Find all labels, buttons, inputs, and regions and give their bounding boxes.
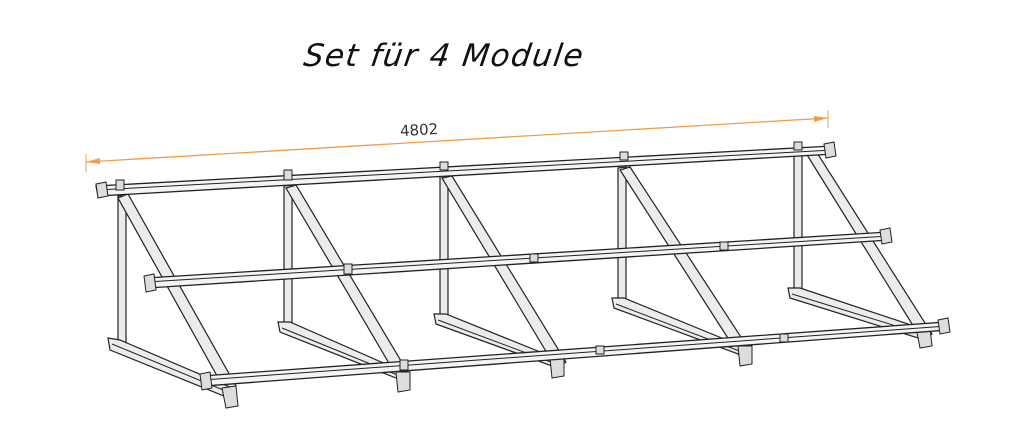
- dimension-value: 4802: [400, 120, 439, 140]
- frame-2: [277, 184, 411, 393]
- frame-5: [787, 147, 933, 349]
- dimension-line: 4802: [85, 110, 829, 172]
- frame-3: [433, 175, 567, 379]
- top-rail: [95, 141, 837, 199]
- frame-4: [611, 166, 753, 367]
- middle-rail: [143, 227, 893, 293]
- bottom-rail: [199, 317, 951, 391]
